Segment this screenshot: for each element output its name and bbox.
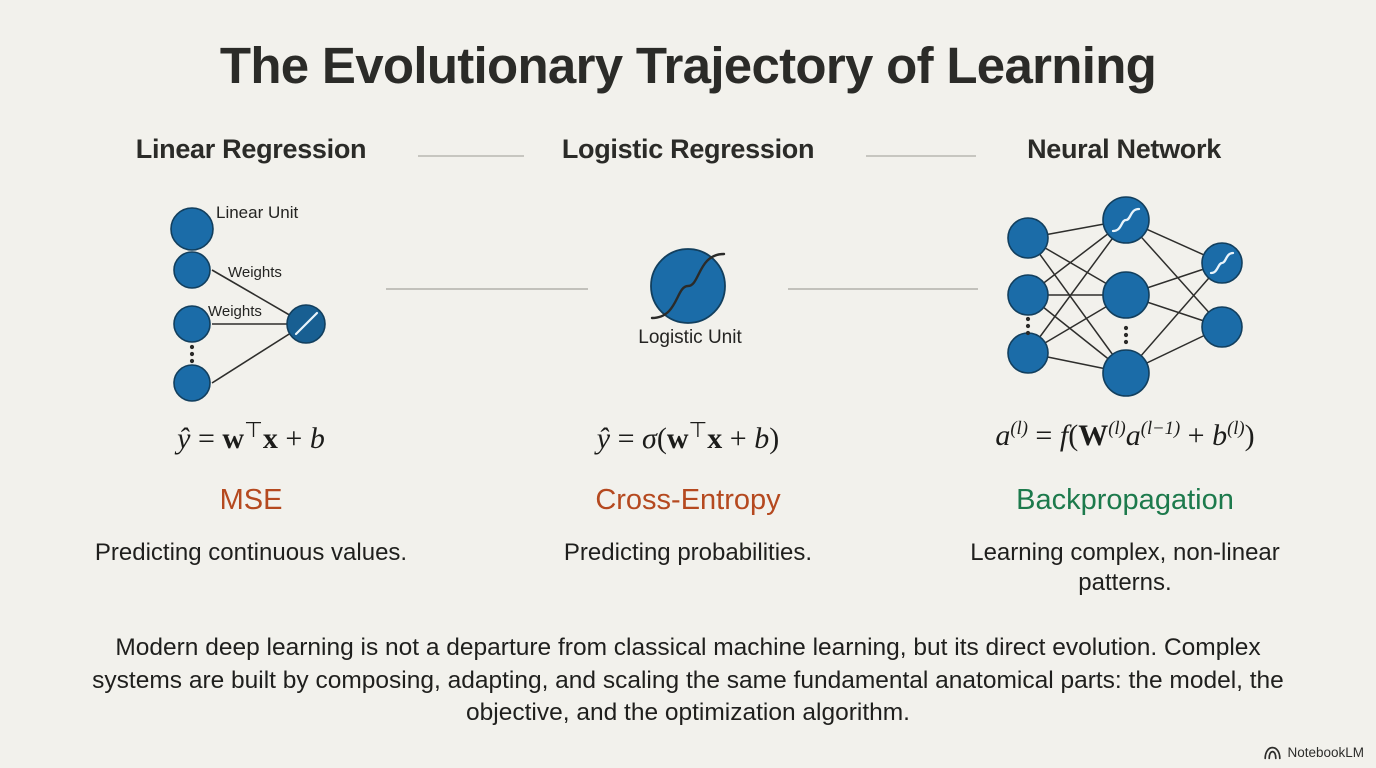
nn-hidden-ellipsis <box>1123 325 1129 345</box>
formula-logistic-regression: ŷ = σ(w⊤x + b) <box>596 418 780 455</box>
logistic-unit-diagram <box>560 185 820 405</box>
formula-linear-regression: ŷ = w⊤x + b <box>177 418 325 455</box>
column-header-neural-network: Neural Network <box>1027 134 1221 164</box>
objective-label-mse: MSE <box>219 484 283 516</box>
sigmoid-activation-glyph <box>650 252 726 320</box>
notebooklm-watermark: NotebookLM <box>1264 745 1364 760</box>
column-header-linear-regression: Linear Regression <box>135 134 367 164</box>
diagram-connector-rule-1 <box>386 288 588 290</box>
legend-node-linear-unit <box>170 207 214 251</box>
column-header-logistic-regression: Logistic Regression <box>561 134 815 164</box>
nn-output-node-2 <box>1201 306 1243 348</box>
input-node-2 <box>173 305 211 343</box>
nn-input-ellipsis <box>1025 316 1031 336</box>
weights-label-1: Weights <box>228 264 282 281</box>
linear-activation-glyph <box>294 311 319 336</box>
nn-hidden-node-2 <box>1102 271 1150 319</box>
footer-paragraph: Modern deep learning is not a departure … <box>92 634 1284 727</box>
objective-label-cross-entropy: Cross-Entropy <box>595 484 781 516</box>
diagram-connector-rule-2 <box>788 288 978 290</box>
nn-input-node-2 <box>1007 274 1049 316</box>
header-connector-rule-2 <box>866 155 976 157</box>
formula-neural-network: a(l) = f(W(l)a(l−1) + b(l)) <box>995 418 1255 452</box>
nn-hidden-node-3 <box>1102 349 1150 397</box>
weights-label-2: Weights <box>208 303 262 320</box>
nn-output-sigmoid-glyph <box>1209 251 1235 275</box>
page-title: The Evolutionary Trajectory of Learning <box>219 37 1157 94</box>
description-neural-network: Learning complex, non-linear patterns. <box>970 539 1280 597</box>
header-connector-rule-1 <box>418 155 524 157</box>
input-node-3 <box>173 364 211 402</box>
linear-unit-label: Linear Unit <box>216 203 299 222</box>
objective-label-backpropagation: Backpropagation <box>1016 484 1234 516</box>
notebooklm-arc-icon <box>1264 746 1282 760</box>
neural-network-diagram <box>985 185 1270 405</box>
input-ellipsis <box>189 344 195 364</box>
description-linear-regression: Predicting continuous values. <box>94 539 408 566</box>
input-node-1 <box>173 251 211 289</box>
logistic-unit-label: Logistic Unit <box>638 327 742 348</box>
nn-hidden-sigmoid-glyph <box>1111 207 1141 233</box>
nn-input-node-3 <box>1007 332 1049 374</box>
linear-unit-diagram <box>120 185 400 405</box>
nn-input-node-1 <box>1007 217 1049 259</box>
description-logistic-regression: Predicting probabilities. <box>563 539 813 566</box>
notebooklm-label: NotebookLM <box>1287 745 1364 760</box>
